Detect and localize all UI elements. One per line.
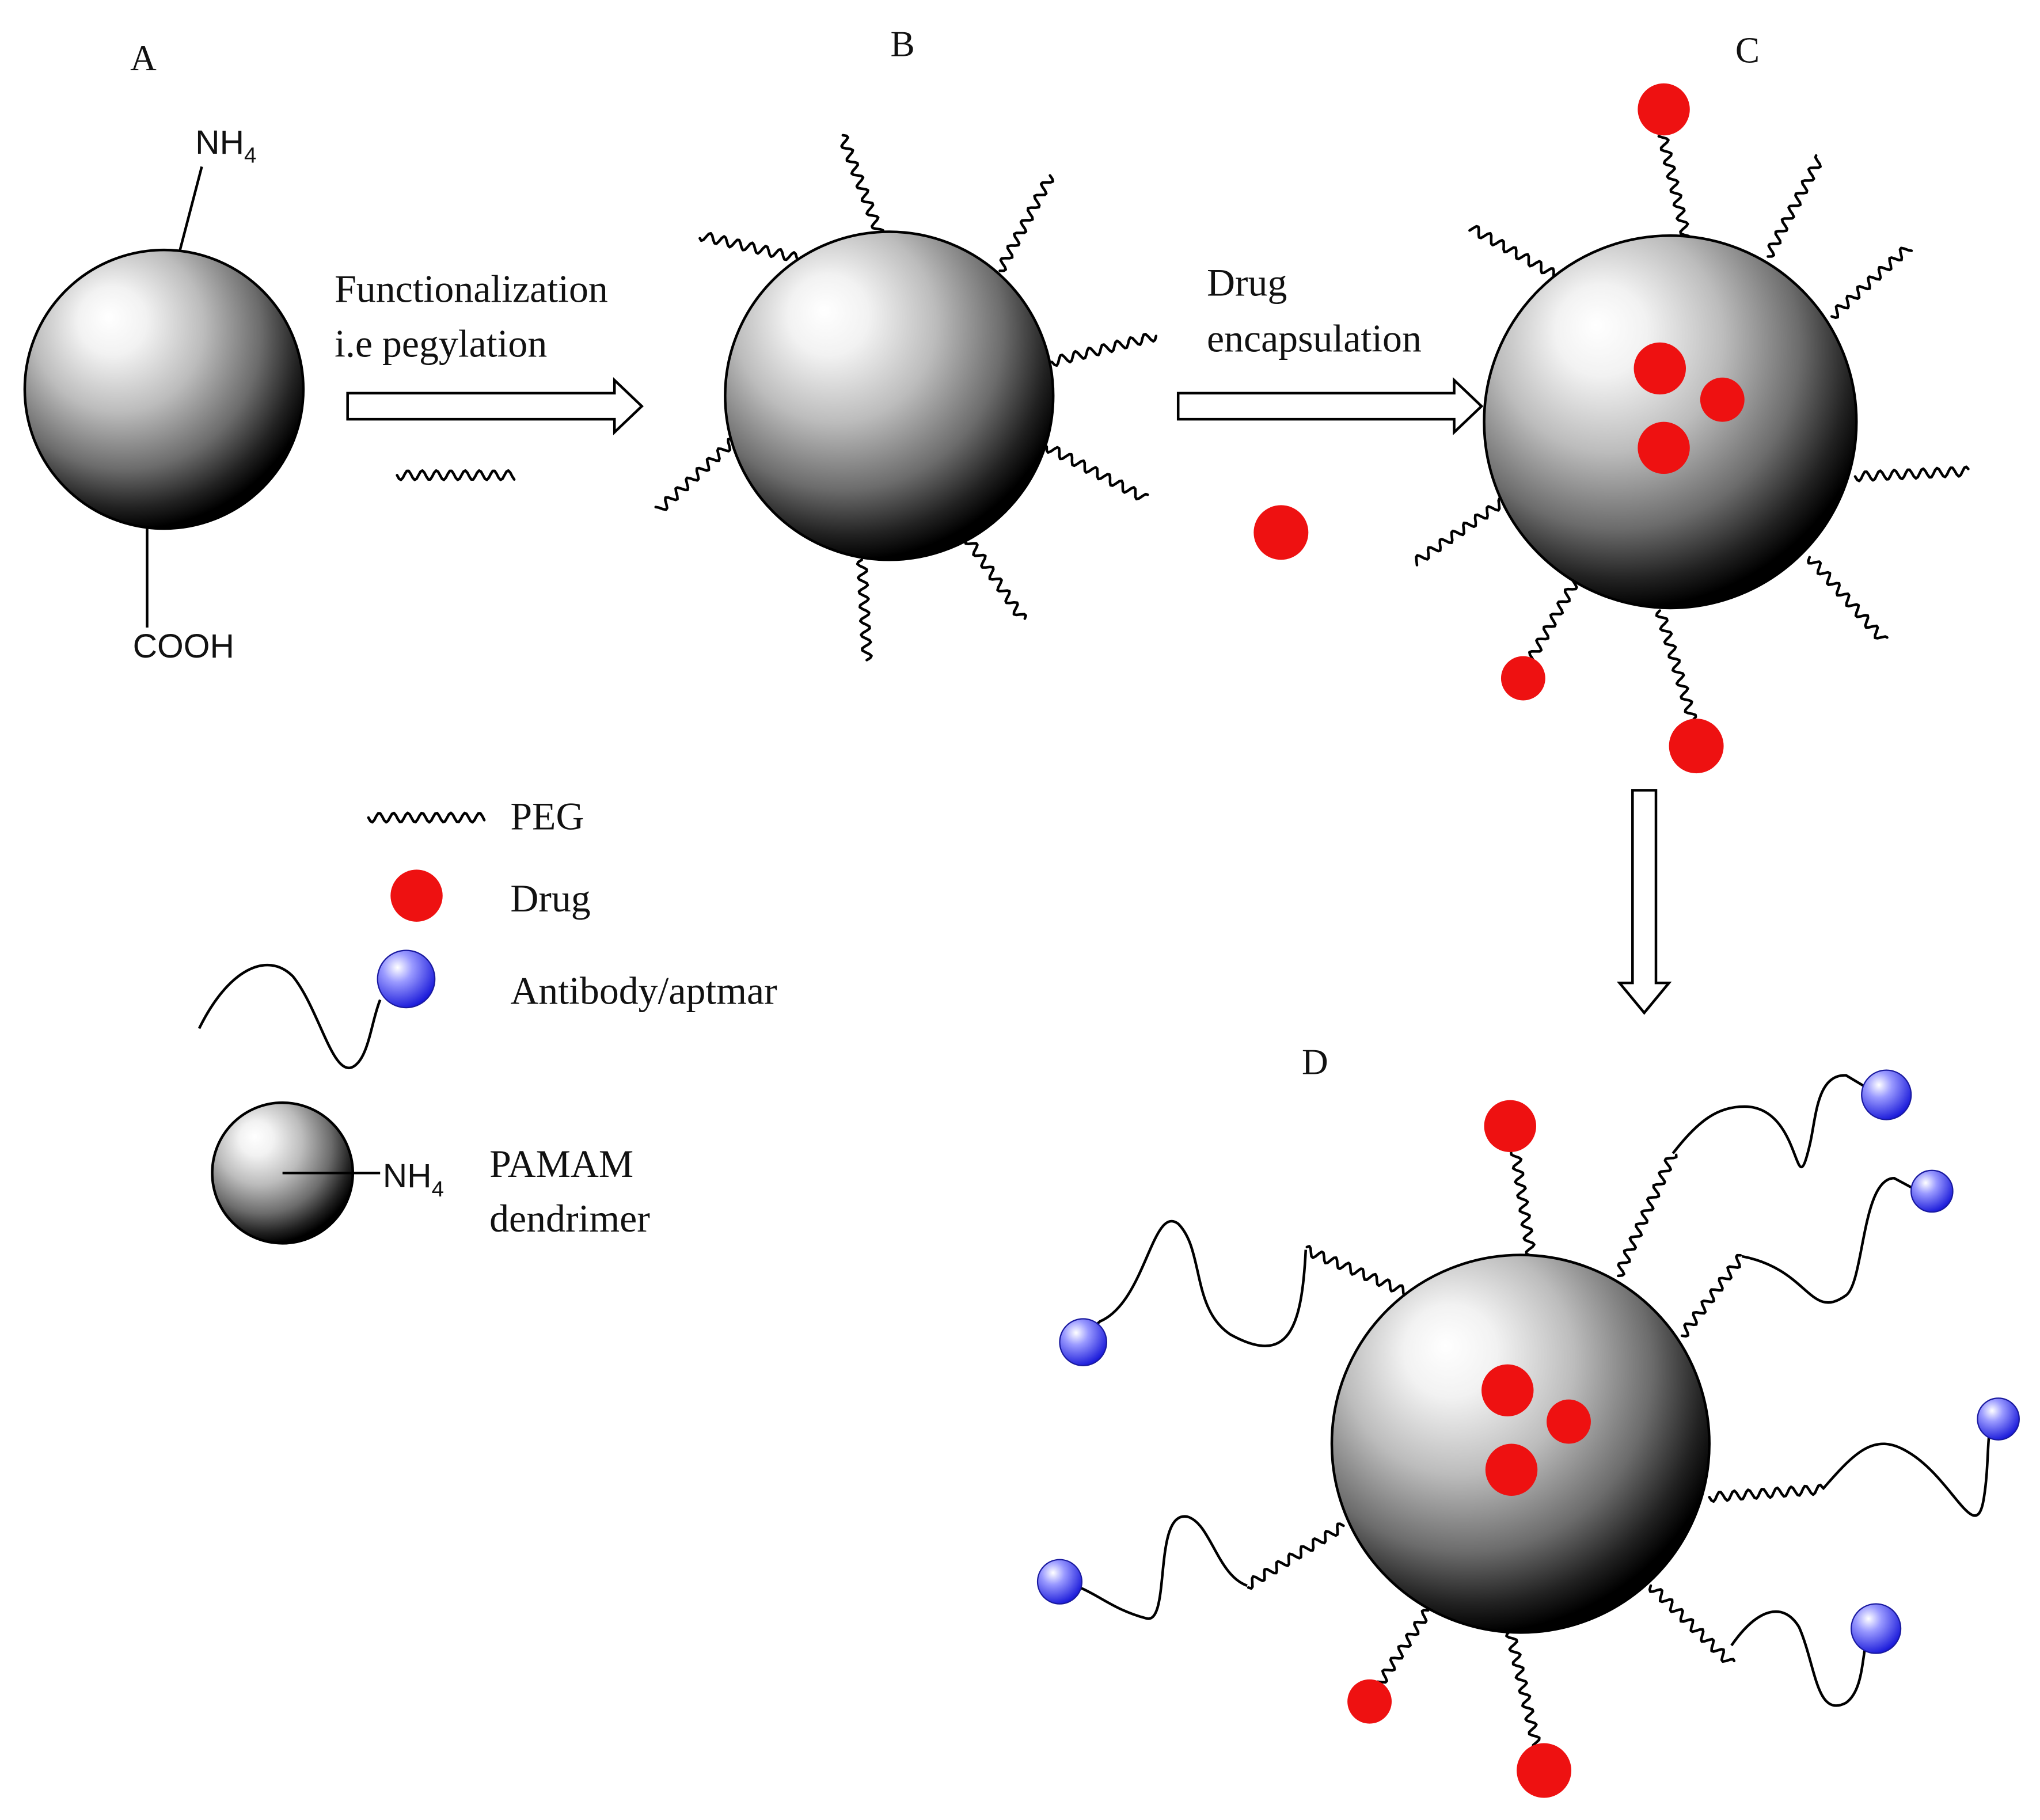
panel-b-label: B [891, 24, 915, 64]
panel-b: B [654, 24, 1158, 662]
legend-antibody-icon [377, 949, 436, 1009]
encapsulation-arrow [1176, 377, 1484, 435]
peg-chain [1617, 1153, 1678, 1278]
drug-molecule [1500, 656, 1545, 701]
encapsulated-drug [1633, 342, 1686, 395]
encapsulated-drug [1638, 421, 1690, 474]
peg-chain [1648, 1584, 1736, 1663]
amine-group-label: NH4 [195, 124, 256, 168]
legend-pamam-label: PAMAM [489, 1142, 633, 1186]
panel-a: A NH4 COOH [23, 38, 305, 665]
panel-d-label: D [1302, 1042, 1328, 1082]
antibody-linker [1730, 1610, 1870, 1707]
antibody-molecule [1059, 1318, 1107, 1366]
core-sphere-a [23, 248, 305, 530]
antibody-linker [1821, 1424, 1993, 1517]
peg-chain [1655, 609, 1697, 721]
peg-chain [1415, 489, 1518, 567]
peg-chain [840, 134, 884, 237]
functionalization-arrow [346, 377, 644, 435]
antibody-molecule [1861, 1069, 1912, 1120]
pegylation-label: i.e pegylation [335, 322, 547, 366]
drug-molecule [1484, 1100, 1536, 1153]
antibody-linker [1061, 1515, 1248, 1620]
functionalization-step: Functionalization i.e pegylation [335, 268, 644, 481]
peg-chain [1680, 1253, 1742, 1338]
legend-dendrimer-label: dendrimer [489, 1197, 650, 1240]
legend-amine-label: NH4 [383, 1157, 444, 1202]
antibody-linker [1671, 1074, 1867, 1169]
panel-a-label: A [130, 38, 157, 78]
drug-molecule [1669, 719, 1724, 774]
peg-chain [1528, 575, 1579, 665]
peg-chain [1045, 445, 1149, 501]
drug-encapsulation-step: Drug encapsulation [1176, 261, 1484, 560]
core-sphere-b [724, 230, 1055, 561]
panel-c-label: C [1735, 31, 1760, 71]
conjugation-arrow [1616, 789, 1672, 1015]
peg-chain [1376, 1609, 1430, 1684]
drug-step-label: Drug [1207, 261, 1287, 304]
functionalization-label: Functionalization [335, 268, 608, 311]
antibody-molecule [1910, 1169, 1954, 1213]
legend-peg-icon [367, 811, 486, 824]
antibody-molecule [1977, 1397, 2020, 1441]
encapsulated-drug [1481, 1364, 1534, 1417]
panel-c: C [1415, 31, 1970, 774]
antibody-molecule [1851, 1603, 1902, 1654]
core-sphere-d [1330, 1253, 1711, 1634]
peg-chain [1657, 135, 1692, 244]
peg-chain [1468, 225, 1568, 283]
peg-chain [856, 558, 873, 662]
encapsulated-drug [1700, 377, 1745, 422]
legend-antibody-label: Antibody/aptmar [510, 969, 777, 1012]
drug-reagent-icon [1253, 505, 1309, 560]
legend-antibody-linker [197, 963, 382, 1069]
legend-drug-label: Drug [510, 877, 590, 920]
panel-d: D [1036, 1042, 2020, 1798]
antibody-molecule [1036, 1559, 1083, 1605]
antibody-linker [1741, 1177, 1912, 1304]
drug-molecule [1517, 1743, 1572, 1798]
peg-reagent-icon [396, 469, 516, 481]
amine-bond [178, 166, 203, 252]
peg-chain [698, 231, 798, 261]
peg-chain [1708, 1483, 1824, 1503]
peg-chain [1510, 1151, 1538, 1264]
drug-molecule [1347, 1679, 1392, 1724]
peg-chain [1853, 465, 1970, 482]
carboxyl-group-label: COOH [133, 628, 234, 665]
peg-chain [1807, 556, 1889, 640]
legend: PEG Drug Antibody/aptmar NH4 PAMAM dendr… [197, 795, 777, 1245]
drug-molecule [1638, 83, 1690, 136]
peg-chain [1305, 1245, 1418, 1298]
encapsulation-step-label: encapsulation [1207, 317, 1422, 360]
legend-drug-icon [390, 869, 443, 922]
encapsulated-drug [1547, 1399, 1591, 1444]
core-sphere-c [1483, 234, 1858, 610]
peg-chain [1050, 332, 1158, 367]
peg-chain [654, 437, 736, 511]
antibody-linker [1082, 1219, 1308, 1347]
encapsulated-drug [1485, 1443, 1538, 1496]
peg-chain [1767, 154, 1822, 258]
peg-chain [964, 536, 1027, 620]
peg-chain [1830, 246, 1913, 320]
peg-chain [1247, 1522, 1345, 1590]
legend-peg-label: PEG [510, 795, 584, 838]
peg-chain [998, 174, 1054, 272]
peg-chain [1505, 1629, 1541, 1747]
